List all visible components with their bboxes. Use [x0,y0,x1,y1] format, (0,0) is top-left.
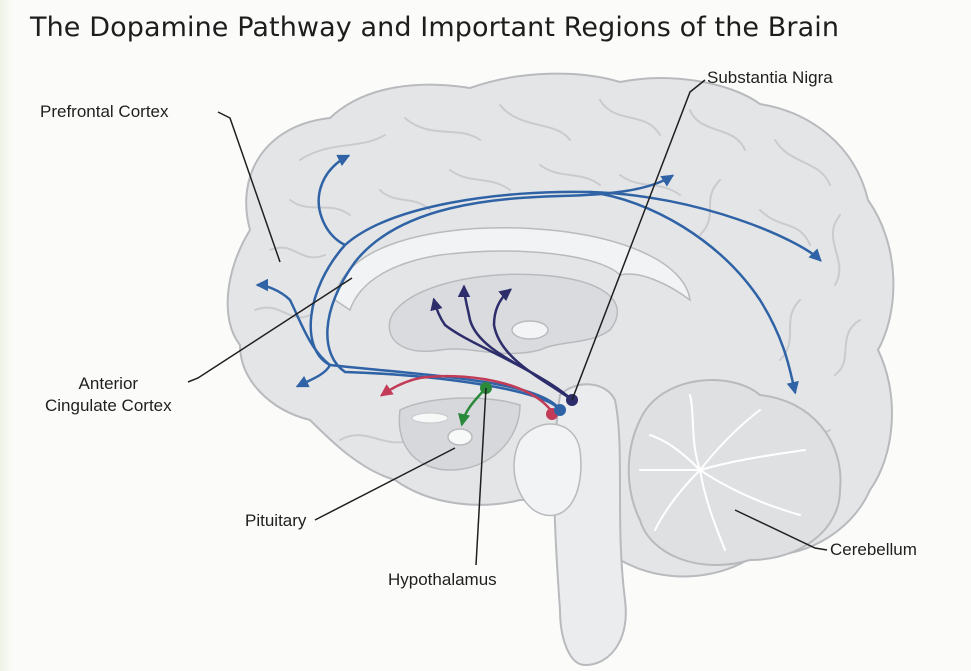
label-cerebellum: Cerebellum [830,540,917,560]
label-pituitary: Pituitary [245,511,306,531]
optic-chiasm [412,413,448,423]
label-prefrontal-cortex: Prefrontal Cortex [40,102,169,122]
label-substantia-nigra: Substantia Nigra [707,68,833,88]
label-anterior-cingulate-cortex: Anterior Cingulate Cortex [45,373,172,417]
thalamus [512,321,548,339]
ventral-tegmental-dot-blue [554,404,566,416]
label-anterior-cingulate-line2: Cingulate Cortex [45,395,172,417]
label-anterior-cingulate-line1: Anterior [45,373,172,395]
pons [514,424,581,516]
label-hypothalamus: Hypothalamus [388,570,497,590]
pituitary-gland [448,429,472,445]
brainstem [554,384,626,665]
